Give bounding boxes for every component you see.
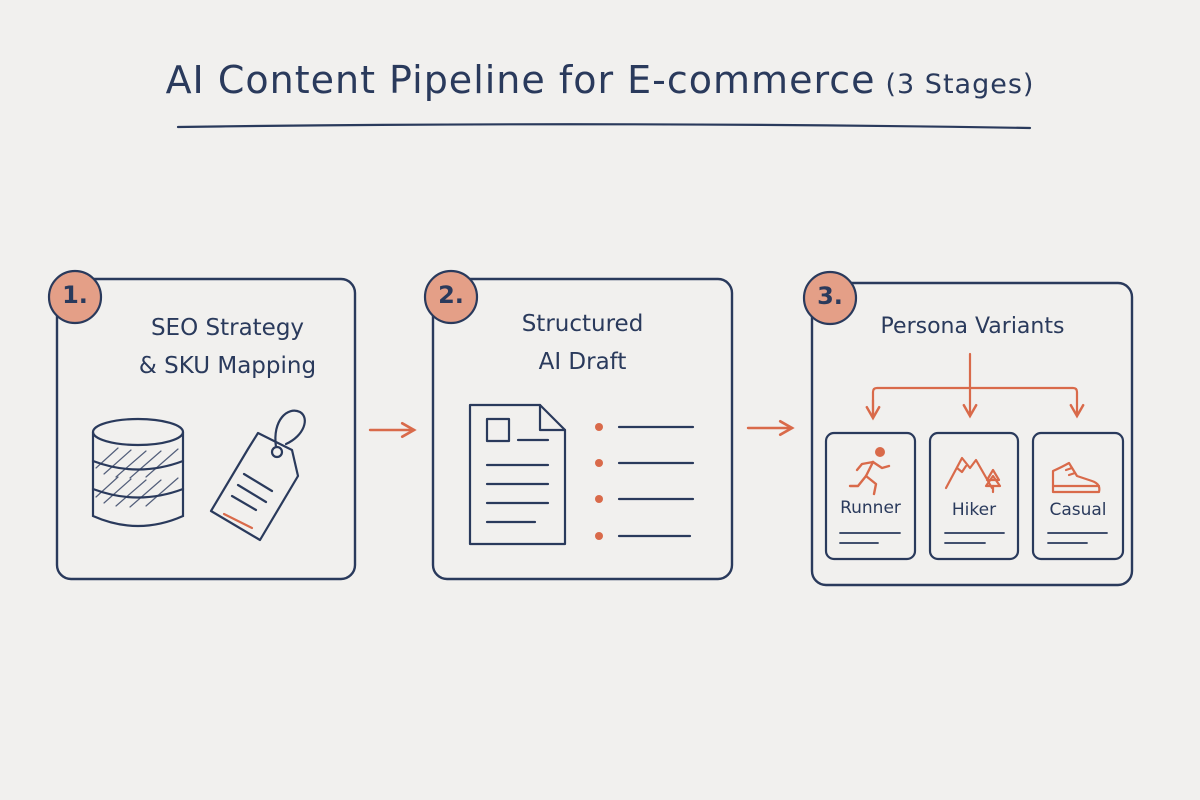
mountain-icon <box>944 456 1002 494</box>
stage-2-number: 2. <box>438 281 464 309</box>
title-main: AI Content Pipeline for E-commerce <box>165 58 876 102</box>
stage-2-title-line2: AI Draft <box>538 349 627 375</box>
persona-branch-arrows <box>865 352 1085 421</box>
stage-1-title: SEO Strategy & SKU Mapping <box>100 309 355 385</box>
stage-3-title: Persona Variants <box>845 308 1100 346</box>
sneaker-icon <box>1051 461 1101 494</box>
stage-2-title-line1: Structured <box>521 311 644 337</box>
stage-2-title: Structured AI Draft <box>450 305 715 381</box>
stage-1-number: 1. <box>62 281 88 309</box>
persona-card-runner <box>824 431 917 561</box>
document-icon <box>468 403 567 546</box>
persona-label-casual: Casual <box>1049 500 1107 520</box>
persona-card-hiker <box>928 431 1020 561</box>
bullet-list-icon <box>595 423 695 540</box>
persona-text-lines <box>839 532 1108 544</box>
stage-2-badge <box>423 269 479 325</box>
database-icon <box>91 417 185 528</box>
stage-3-title-line1: Persona Variants <box>880 314 1065 339</box>
stage-3-box <box>810 281 1134 587</box>
stage-1-box <box>55 277 357 581</box>
persona-label-runner: Runner <box>840 498 901 518</box>
title-underline <box>176 123 1032 130</box>
stage-1-title-line1: SEO Strategy <box>150 315 305 341</box>
persona-label-hiker: Hiker <box>951 500 997 520</box>
page-title: AI Content Pipeline for E-commerce (3 Sta… <box>0 58 1200 102</box>
stage-3-badge <box>802 270 858 326</box>
price-tag-icon <box>209 409 306 542</box>
stage-1-title-line2: & SKU Mapping <box>138 353 317 379</box>
runner-icon <box>848 447 891 496</box>
stage-2-box <box>431 277 734 581</box>
title-sub: (3 Stages) <box>885 69 1035 100</box>
persona-card-casual <box>1031 431 1125 561</box>
stage-3-number: 3. <box>817 282 843 310</box>
stage-1-badge <box>47 269 103 325</box>
